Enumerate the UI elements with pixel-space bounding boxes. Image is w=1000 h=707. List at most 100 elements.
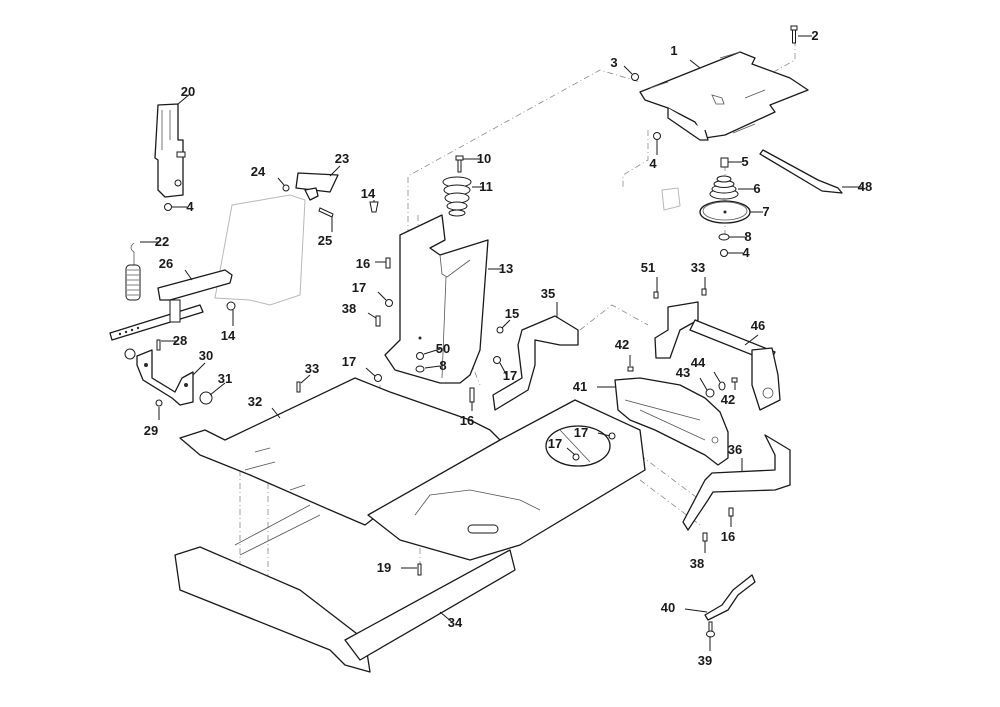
part-bracket-30: [136, 349, 194, 406]
callout-10-bolt: 10: [463, 151, 491, 166]
part-column-panel-13: [384, 214, 489, 384]
part-nut-24: [282, 184, 290, 192]
part-oring-44: [718, 381, 726, 391]
callout-leader-line: [597, 432, 611, 437]
part-cross-bracket-46: [654, 301, 781, 411]
part-washer-43: [705, 388, 715, 398]
callout-51-screw: 51: [641, 260, 658, 292]
callout-number: 42: [721, 392, 735, 407]
callout-40-bracket: 40: [661, 600, 708, 615]
callout-16-screw: 16: [721, 516, 735, 544]
callout-leader-line: [329, 165, 341, 177]
callout-number: 5: [741, 154, 748, 169]
part-spacer-5: [720, 157, 729, 168]
callout-number: 26: [159, 256, 173, 271]
callout-leader-line: [367, 312, 377, 319]
callout-number: 50: [436, 341, 450, 356]
callout-number: 51: [641, 260, 655, 275]
part-main-frame-34: [174, 399, 646, 673]
callout-6-spring: 6: [738, 181, 761, 196]
callout-number: 15: [505, 306, 519, 321]
callout-number: 48: [858, 179, 872, 194]
callout-leader-line: [184, 269, 193, 281]
callout-17-nut: 17: [574, 425, 611, 440]
part-pedal-pad-23-tab: [304, 187, 319, 201]
callout-7-disc: 7: [750, 204, 770, 219]
part-plug-42a: [627, 366, 634, 372]
callout-number: 46: [751, 318, 765, 333]
callout-leader-line: [684, 608, 708, 613]
callout-number: 41: [573, 379, 587, 394]
callout-leader-line: [699, 377, 708, 391]
callout-26-lever: 26: [159, 256, 193, 281]
callout-11-spring: 11: [472, 179, 493, 194]
callout-4-nut: 4: [728, 245, 750, 260]
part-plug-42b: [731, 377, 738, 383]
callout-number: 19: [377, 560, 391, 575]
callout-2-bolt: 2: [798, 28, 819, 43]
callout-17-nut: 17: [352, 280, 387, 301]
callout-leader-line: [744, 334, 759, 346]
callout-number: 17: [574, 425, 588, 440]
callout-number: 43: [676, 365, 690, 380]
callout-number: 31: [218, 371, 232, 386]
callout-leader-line: [623, 65, 633, 75]
callout-leader-line: [439, 611, 453, 623]
part-housing-41: [614, 377, 729, 466]
callout-17-nut: 17: [342, 354, 376, 377]
part-nut-4a: [653, 132, 661, 140]
callout-number: 16: [460, 413, 474, 428]
callout-number: 32: [248, 394, 262, 409]
callout-leader-line: [209, 382, 226, 396]
part-disc-7: [699, 200, 751, 224]
callout-number: 25: [318, 233, 332, 248]
part-screw-28: [156, 339, 161, 351]
callout-31-bumper: 31: [209, 371, 232, 396]
callout-number: 22: [155, 234, 169, 249]
callout-33-screw: 33: [691, 260, 706, 289]
callout-number: 33: [691, 260, 705, 275]
callout-36-bracket: 36: [728, 442, 743, 472]
part-pedal-support-20: [154, 103, 186, 198]
callout-32-floor-plate: 32: [248, 394, 281, 419]
part-screw-51: [653, 291, 659, 299]
callout-48-rod: 48: [842, 179, 872, 194]
part-nut-17d: [572, 453, 580, 461]
callout-leader-line: [713, 371, 721, 383]
callout-number: 42: [615, 337, 629, 352]
callout-46-cross-bracket: 46: [744, 318, 765, 346]
part-bumper-31: [199, 391, 213, 405]
callout-number: 35: [541, 286, 555, 301]
part-spring-22: [125, 242, 141, 301]
part-rod-48: [759, 149, 843, 194]
part-bumper-left: [124, 348, 136, 360]
callout-number: 10: [477, 151, 491, 166]
callout-number: 4: [186, 199, 194, 214]
callout-number: 38: [342, 301, 356, 316]
callout-leader-line: [689, 59, 701, 69]
callout-number: 4: [742, 245, 750, 260]
callout-number: 1: [670, 43, 677, 58]
callout-leader-line: [424, 365, 441, 369]
part-screw-14a: [369, 201, 379, 213]
callout-number: 17: [503, 368, 517, 383]
callout-41-housing: 41: [573, 379, 615, 394]
part-bolt-25: [318, 207, 334, 218]
callout-50-plug: 50: [423, 341, 450, 356]
callout-34-main-frame: 34: [439, 611, 463, 630]
part-nut-4c: [164, 203, 172, 211]
callout-number: 24: [251, 164, 266, 179]
callout-4-nut: 4: [172, 199, 194, 214]
callout-leader-line: [377, 291, 387, 301]
part-nut-29: [155, 399, 163, 407]
part-seat-plate: [639, 51, 809, 141]
callout-number: 2: [811, 28, 818, 43]
callout-5-spacer: 5: [728, 154, 749, 169]
callout-4-nut: 4: [649, 140, 658, 171]
callout-number: 20: [181, 84, 195, 99]
callout-number: 16: [721, 529, 735, 544]
callout-leader-line: [423, 348, 441, 355]
callout-leader-line: [365, 367, 376, 377]
